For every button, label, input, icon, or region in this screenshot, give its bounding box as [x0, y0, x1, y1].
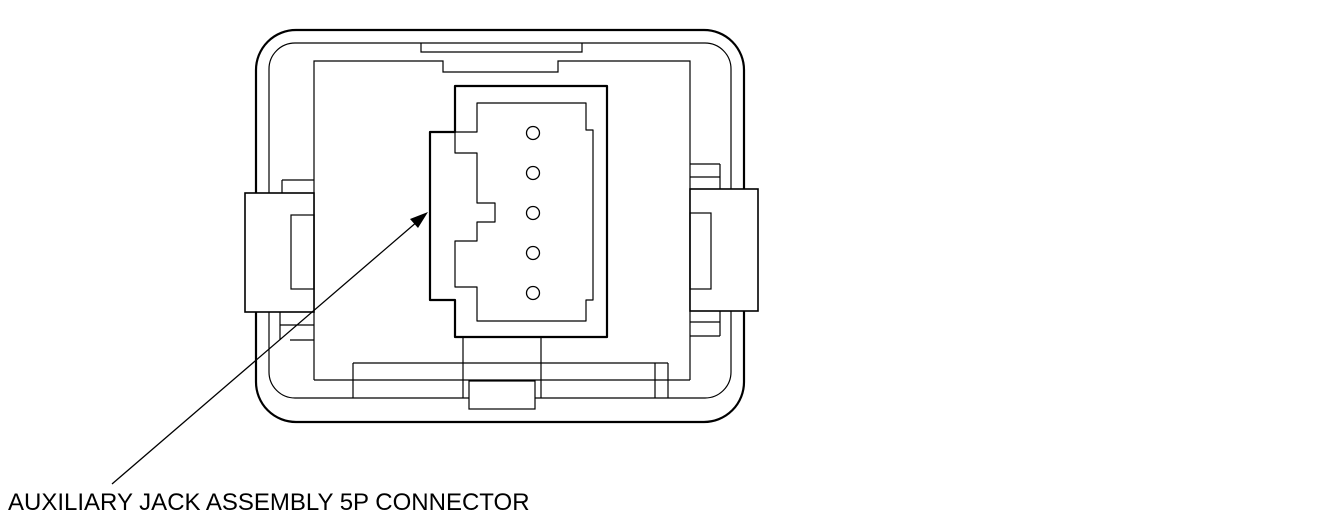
bottom-latch-tab	[468, 380, 536, 410]
connector-pin-4	[525, 245, 541, 261]
connector-pin-5	[525, 285, 541, 301]
connector-pin-2	[525, 165, 541, 181]
callout-label: AUXILIARY JACK ASSEMBLY 5P CONNECTOR	[8, 489, 530, 516]
right-clip-window	[689, 212, 712, 290]
bottom-latch	[314, 337, 690, 410]
connector-pin-1	[525, 125, 541, 141]
left-side-clip	[244, 179, 315, 341]
receptacle-inner	[454, 102, 594, 322]
callout-leader	[111, 212, 428, 485]
right-side-clip	[689, 163, 759, 337]
callout-arrowhead	[410, 212, 428, 228]
left-clip-window	[290, 214, 315, 290]
left-clip-body	[244, 192, 315, 313]
receptacle-outer	[428, 84, 609, 339]
callout-leader-line	[111, 220, 419, 485]
right-clip-body	[689, 188, 759, 312]
housing-top-notch	[420, 43, 583, 53]
connector-pins	[525, 125, 541, 301]
connector-receptacle	[428, 84, 609, 339]
inner-frame	[313, 60, 691, 380]
connector-pin-3	[525, 205, 541, 221]
housing-inner-shell	[268, 42, 732, 399]
